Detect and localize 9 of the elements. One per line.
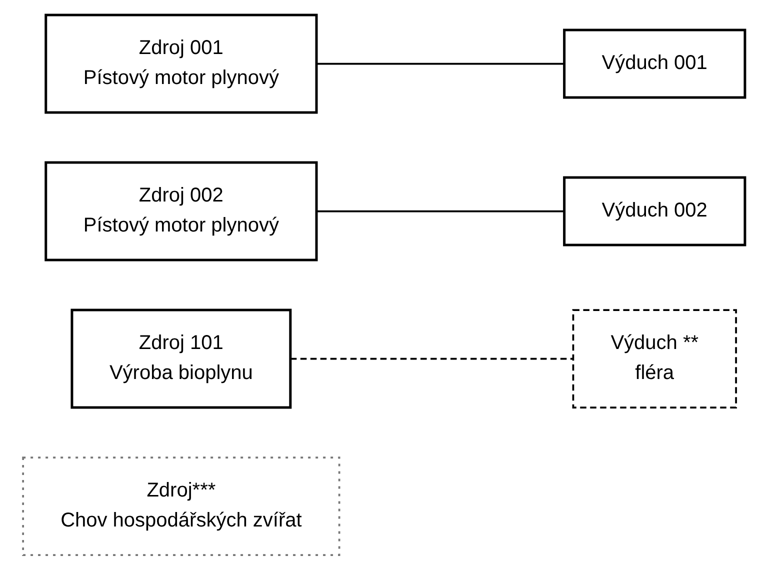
node-box: Zdroj 101 Výroba bioplynu — [70, 308, 292, 408]
connector — [290, 357, 574, 360]
node-box: Zdroj 001 Pístový motor plynový — [44, 13, 318, 114]
connector — [316, 210, 564, 212]
node-box: Výduch 002 — [563, 176, 746, 246]
node-box: Zdroj 002 Pístový motor plynový — [44, 160, 318, 261]
node-box: Výduch 001 — [563, 28, 746, 98]
node-box: Výduch ** fléra — [572, 308, 737, 408]
connector — [316, 62, 564, 64]
